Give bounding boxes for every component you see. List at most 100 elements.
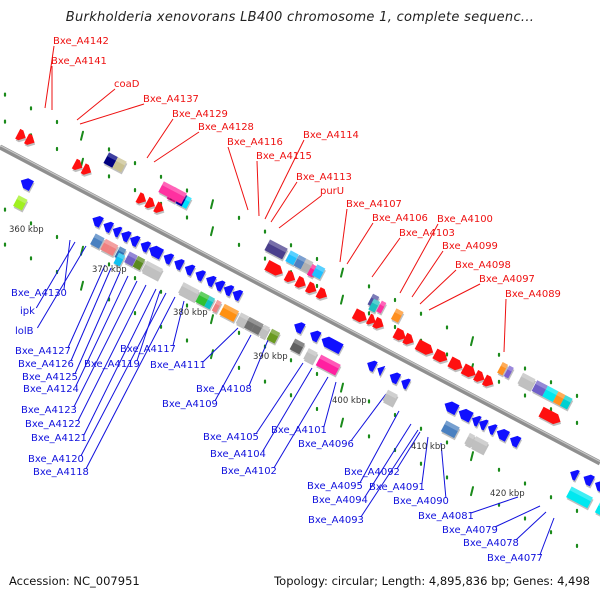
forward-gene-arrow[interactable] [392,327,410,345]
reverse-gene-box[interactable] [289,338,306,357]
reverse-gene-arrow[interactable] [364,358,379,375]
forward-gene-arrow[interactable] [432,348,452,367]
reverse-gene-box[interactable] [89,233,106,251]
reverse-gene-arrow[interactable] [137,239,152,255]
gene-label[interactable]: Bxe_A4100 [437,214,493,225]
reverse-gene-box[interactable] [12,195,29,213]
gene-label[interactable]: lolB [15,326,34,337]
gene-label[interactable]: ipk [20,306,35,317]
gene-label[interactable]: Bxe_A4093 [308,515,364,526]
gene-label[interactable]: Bxe_A4095 [307,481,363,492]
reverse-gene-box[interactable] [382,389,399,408]
gene-label[interactable]: Bxe_A4103 [399,228,455,239]
gene-label[interactable]: Bxe_A4094 [312,495,368,506]
gene-label[interactable]: Bxe_A4130 [11,288,67,299]
forward-gene-arrow[interactable] [402,332,418,349]
reverse-gene-box[interactable] [303,348,319,366]
reverse-gene-box[interactable] [243,316,258,334]
gene-label[interactable]: Bxe_A4127 [15,346,71,357]
gene-label[interactable]: Bxe_A4107 [346,199,402,210]
gene-label[interactable]: Bxe_A4129 [172,109,228,120]
reverse-gene-arrow[interactable] [18,176,36,194]
reverse-gene-arrow[interactable] [507,433,523,450]
reverse-gene-box[interactable] [177,282,193,300]
reverse-gene-arrow[interactable] [398,376,412,392]
reverse-gene-arrow[interactable] [192,268,207,284]
reverse-gene-arrow[interactable] [494,426,512,444]
forward-gene-arrow[interactable] [304,281,320,297]
gene-label[interactable]: Bxe_A4111 [150,360,206,371]
reverse-gene-box[interactable] [565,486,594,511]
forward-gene-box[interactable] [181,195,193,211]
reverse-gene-arrow[interactable] [455,406,475,425]
forward-gene-arrow[interactable] [481,374,497,391]
reverse-gene-arrow[interactable] [580,472,596,489]
gene-label[interactable]: Bxe_A4116 [227,137,283,148]
reverse-gene-box[interactable] [219,303,241,324]
gene-label[interactable]: Bxe_A4108 [196,384,252,395]
forward-gene-box[interactable] [285,250,301,268]
reverse-gene-arrow[interactable] [469,413,483,429]
reverse-gene-box[interactable] [185,286,201,304]
gene-label[interactable]: Bxe_A4099 [442,241,498,252]
reverse-gene-arrow[interactable] [146,243,166,262]
gene-label[interactable]: Bxe_A4128 [198,122,254,133]
forward-gene-box[interactable] [376,300,388,316]
gene-label[interactable]: Bxe_A4102 [221,466,277,477]
reverse-gene-box[interactable] [470,436,490,456]
reverse-gene-arrow[interactable] [318,334,345,357]
forward-gene-arrow[interactable] [315,287,331,303]
forward-gene-box[interactable] [300,258,315,275]
forward-gene-box[interactable] [559,395,574,412]
gene-label[interactable]: Bxe_A4081 [418,511,474,522]
gene-label[interactable]: Bxe_A4097 [479,274,535,285]
gene-label[interactable]: Bxe_A4115 [256,151,312,162]
gene-label[interactable]: Bxe_A4079 [442,525,498,536]
reverse-gene-arrow[interactable] [110,224,124,240]
gene-label[interactable]: Bxe_A4141 [51,56,107,67]
gene-label[interactable]: Bxe_A4109 [162,399,218,410]
reverse-gene-arrow[interactable] [229,287,244,304]
forward-gene-arrow[interactable] [447,356,467,375]
gene-label[interactable]: Bxe_A4091 [369,482,425,493]
forward-gene-arrow[interactable] [23,133,38,150]
reverse-gene-arrow[interactable] [441,399,461,418]
gene-label[interactable]: Bxe_A4104 [210,449,266,460]
gene-label[interactable]: Bxe_A4137 [143,94,199,105]
forward-gene-arrow[interactable] [414,339,437,359]
gene-label[interactable]: Bxe_A4106 [372,213,428,224]
reverse-gene-box[interactable] [250,320,265,337]
gene-label[interactable]: purU [320,186,344,197]
gene-label[interactable]: Bxe_A4114 [303,130,359,141]
forward-gene-arrow[interactable] [538,406,565,429]
reverse-gene-box[interactable] [258,324,271,341]
reverse-gene-box[interactable] [594,501,600,518]
reverse-gene-arrow[interactable] [160,251,175,267]
forward-gene-arrow[interactable] [14,128,29,145]
forward-gene-arrow[interactable] [371,316,387,333]
forward-gene-arrow[interactable] [294,275,310,292]
reverse-gene-arrow[interactable] [127,233,142,250]
forward-gene-arrow[interactable] [135,192,150,208]
forward-gene-arrow[interactable] [80,163,95,179]
reverse-gene-box[interactable] [440,420,461,441]
reverse-gene-box[interactable] [123,251,139,269]
reverse-gene-arrow[interactable] [291,320,307,337]
forward-gene-arrow[interactable] [144,196,159,213]
gene-label[interactable]: Bxe_A4119 [84,359,140,370]
forward-gene-arrow[interactable] [264,260,287,280]
gene-label[interactable]: Bxe_A4078 [463,538,519,549]
reverse-gene-box[interactable] [235,312,251,330]
reverse-gene-box[interactable] [211,299,223,315]
gene-label[interactable]: coaD [114,79,140,90]
gene-label[interactable]: Bxe_A4124 [23,384,79,395]
gene-label[interactable]: Bxe_A4092 [344,467,400,478]
reverse-gene-box[interactable] [132,255,147,273]
gene-label[interactable]: Bxe_A4125 [22,372,78,383]
reverse-gene-arrow[interactable] [476,417,490,433]
reverse-gene-arrow[interactable] [567,467,581,483]
gene-label[interactable]: Bxe_A4090 [393,496,449,507]
gene-label[interactable]: Bxe_A4121 [31,433,87,444]
reverse-gene-arrow[interactable] [386,370,402,387]
gene-label[interactable]: Bxe_A4113 [296,172,352,183]
